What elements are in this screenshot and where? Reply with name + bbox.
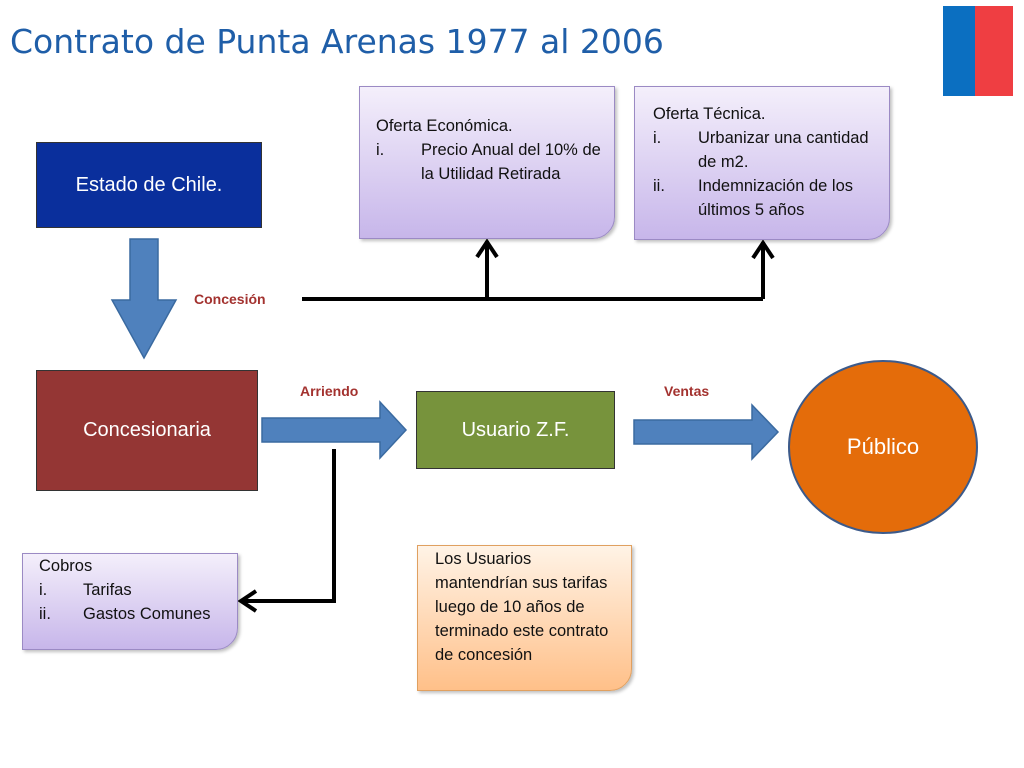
ventas-arrow	[633, 403, 780, 461]
list-item: ii. Indemnización de los últimos 5 años	[653, 174, 879, 222]
usuarios-tarifas-text: Los Usuarios mantendrían sus tarifas lue…	[435, 550, 609, 664]
cobros-arrowhead	[237, 589, 258, 613]
list-item: i. Tarifas	[39, 578, 229, 602]
list-text: Urbanizar una cantidad de m2.	[698, 129, 869, 171]
concesionaria-box: Concesionaria	[36, 370, 258, 491]
cobros-note: Cobros i. Tarifas ii. Gastos Comunes	[22, 553, 238, 650]
page-title: Contrato de Punta Arenas 1977 al 2006	[10, 22, 664, 61]
arriendo-label: Arriendo	[300, 383, 359, 399]
list-number: ii.	[39, 605, 51, 623]
arriendo-arrow	[261, 400, 408, 460]
list-number: i.	[39, 581, 48, 599]
list-text: Gastos Comunes	[83, 605, 211, 623]
list-item: i. Precio Anual del 10% de la Utilidad Re…	[376, 138, 604, 186]
list-text: Precio Anual del 10% de la Utilidad Reti…	[421, 141, 601, 183]
cobros-connector	[242, 449, 336, 603]
oferta-tecnica-heading: Oferta Técnica.	[653, 105, 766, 123]
list-number: i.	[376, 141, 385, 159]
list-item: ii. Gastos Comunes	[39, 602, 229, 626]
flag-red-stripe	[975, 0, 1013, 96]
usuarios-tarifas-note: Los Usuarios mantendrían sus tarifas lue…	[417, 545, 632, 691]
flag-top-edge	[943, 0, 1013, 6]
estado-de-chile-box: Estado de Chile.	[36, 142, 262, 228]
oferta-economica-arrowhead	[475, 238, 499, 259]
oferta-economica-heading: Oferta Económica.	[376, 117, 513, 135]
list-item: i. Urbanizar una cantidad de m2.	[653, 126, 879, 174]
list-number: ii.	[653, 177, 665, 195]
list-number: i.	[653, 129, 662, 147]
ventas-label: Ventas	[664, 383, 710, 399]
down-arrow-estado-concesionaria	[110, 238, 178, 360]
oferta-tecnica-arrowhead	[751, 239, 775, 260]
flag-blue-stripe	[943, 0, 975, 96]
usuario-zf-box: Usuario Z.F.	[416, 391, 615, 469]
oferta-tecnica-note: Oferta Técnica. i. Urbanizar una cantidad…	[634, 86, 890, 240]
list-text: Indemnización de los últimos 5 años	[698, 177, 854, 219]
concesion-label: Concesión	[194, 291, 266, 307]
oferta-economica-note: Oferta Económica. i. Precio Anual del 10%…	[359, 86, 615, 239]
cobros-heading: Cobros	[39, 557, 93, 575]
list-text: Tarifas	[83, 581, 132, 599]
publico-circle: Público	[788, 360, 978, 534]
